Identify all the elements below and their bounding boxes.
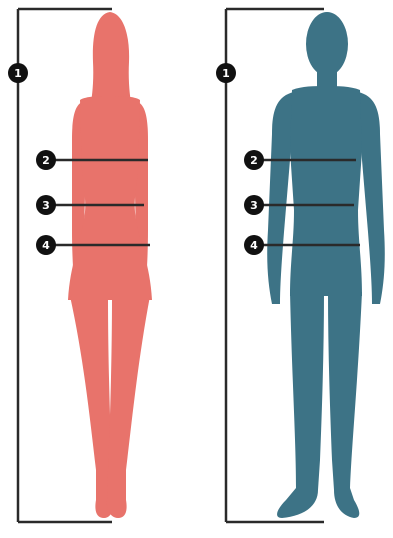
female-marker-2: 2 <box>36 150 56 170</box>
female-marker-4: 4 <box>36 235 56 255</box>
male-marker-1: 1 <box>216 63 236 83</box>
male-marker-4-label: 4 <box>250 239 258 252</box>
female-marker-2-label: 2 <box>42 154 50 167</box>
male-marker-2: 2 <box>244 150 264 170</box>
female-marker-4-label: 4 <box>42 239 50 252</box>
female-figure-group: 1 2 3 4 <box>8 9 152 522</box>
male-figure-group: 1 2 3 4 <box>216 9 385 522</box>
male-silhouette <box>267 12 385 518</box>
male-marker-3: 3 <box>244 195 264 215</box>
male-marker-2-label: 2 <box>250 154 258 167</box>
male-marker-1-label: 1 <box>222 67 230 80</box>
female-marker-3: 3 <box>36 195 56 215</box>
female-marker-1: 1 <box>8 63 28 83</box>
male-marker-4: 4 <box>244 235 264 255</box>
female-marker-1-label: 1 <box>14 67 22 80</box>
male-marker-3-label: 3 <box>250 199 258 212</box>
female-silhouette <box>68 12 152 518</box>
female-marker-3-label: 3 <box>42 199 50 212</box>
